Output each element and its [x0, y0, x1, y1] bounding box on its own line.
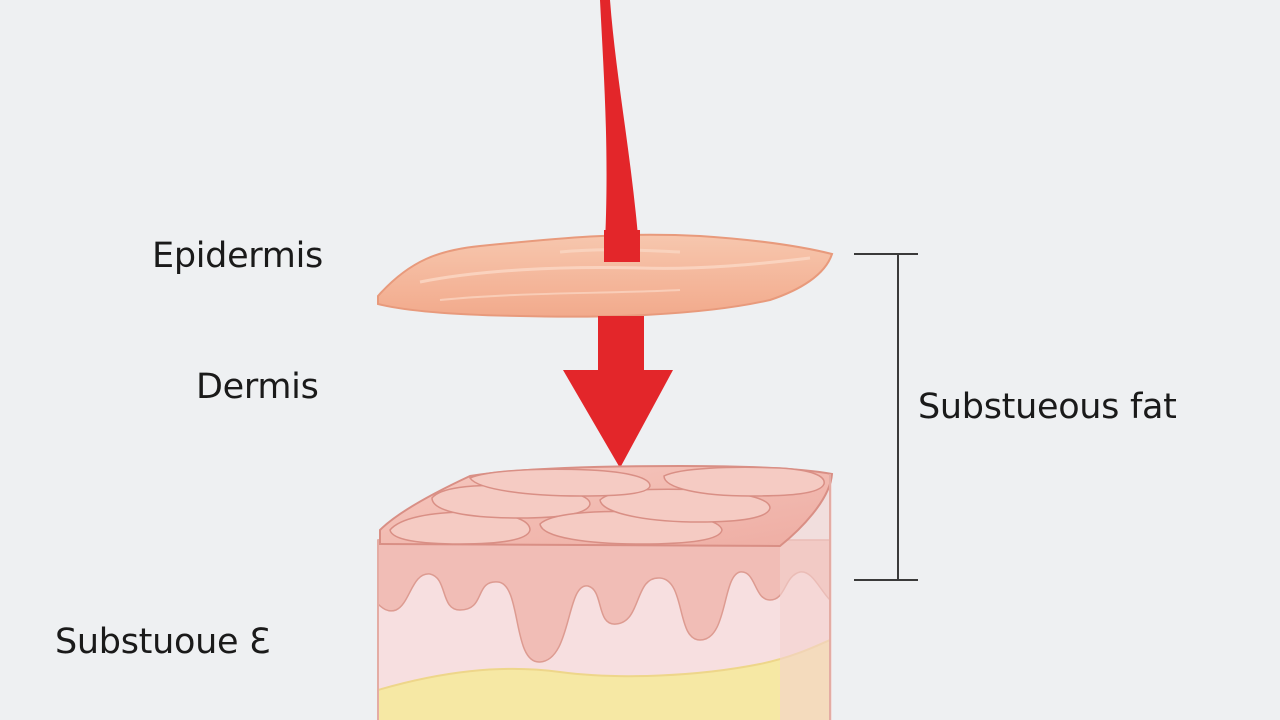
subcutaneous-fat-label: Substueous fat: [918, 387, 1177, 427]
arrow-shaft-top: [600, 0, 640, 262]
arrow-shaft-mid: [604, 230, 640, 262]
epidermis-label: Epidermis: [152, 236, 323, 276]
skin-block: [377, 464, 834, 720]
dermis-label: Dermis: [196, 367, 319, 407]
subcutaneous-label: Substuoue Ɛ: [55, 622, 271, 662]
down-arrow-icon: [563, 316, 673, 468]
bracket: [854, 253, 918, 581]
